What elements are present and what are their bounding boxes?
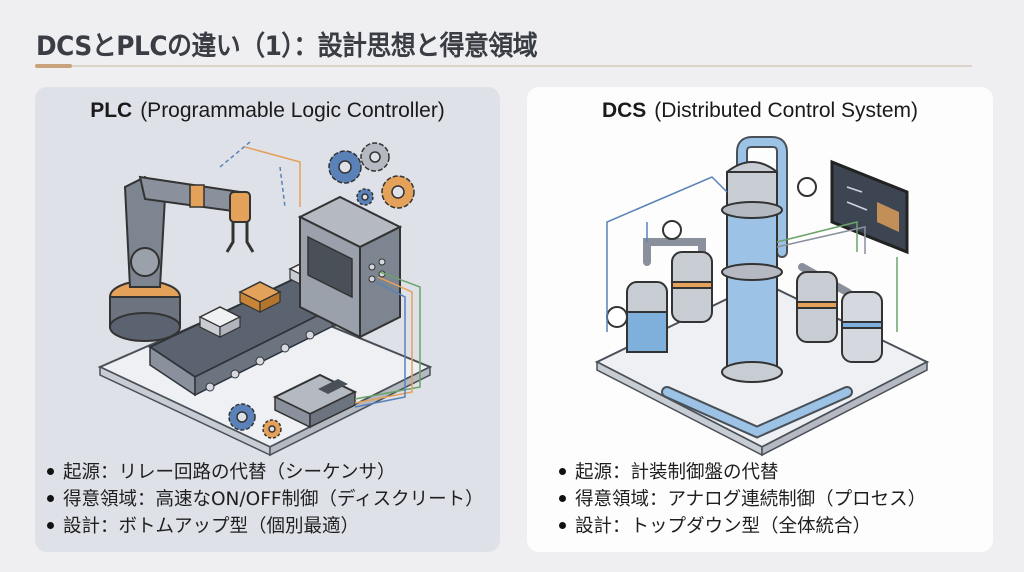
plc-abbr: PLC (90, 99, 133, 122)
bullet-text: 得意領域：高速なON/OFF制御（ディスクリート） (63, 489, 484, 510)
bullet-icon (47, 495, 54, 502)
dcs-bullet-list: 起源：計装制御盤の代替 得意領域：アナログ連続制御（プロセス） 設計：トップダウ… (557, 459, 926, 540)
control-panel-icon (272, 373, 358, 429)
bullet-text: 設計：トップダウン型（全体統合） (575, 516, 872, 537)
slide-title: DCSとPLCの違い（1）：設計思想と得意領域 (36, 31, 538, 62)
bullet-text: 起源：リレー回路の代替（シーケンサ） (63, 462, 396, 483)
pressure-gauge-icons (606, 177, 817, 328)
plc-bullet-origin: 起源：リレー回路の代替（シーケンサ） (45, 459, 484, 486)
bullet-icon (559, 522, 566, 529)
dcs-bullet-design: 設計：トップダウン型（全体統合） (557, 513, 926, 540)
bullet-text: 得意領域：アナログ連続制御（プロセス） (575, 489, 927, 510)
bullet-icon (559, 468, 566, 475)
plc-full-name: (Programmable Logic Controller) (140, 99, 445, 122)
central-column-icon (721, 161, 783, 383)
bullet-text: 起源：計装制御盤の代替 (575, 462, 779, 483)
bullet-icon (47, 468, 54, 475)
process-plant-tanks-pipes-monitor-illustration (594, 136, 930, 457)
dcs-panel: DCS (Distributed Control System) (527, 87, 993, 552)
dcs-bullet-origin: 起源：計装制御盤の代替 (557, 459, 926, 486)
bullet-icon (47, 522, 54, 529)
plc-bullet-design: 設計：ボトムアップ型（個別最適） (45, 513, 484, 540)
robot-arm-icon (109, 175, 255, 342)
controller-cabinet-icon (297, 195, 403, 339)
bullet-icon (559, 495, 566, 502)
gear-icons (228, 142, 415, 439)
signal-lines (606, 176, 898, 332)
dcs-full-name: (Distributed Control System) (654, 99, 919, 122)
dcs-abbr: DCS (601, 99, 647, 122)
title-underline (35, 65, 972, 67)
dcs-panel-title: DCS (Distributed Control System) (527, 99, 993, 123)
title-underline-accent (35, 64, 72, 68)
plc-panel: PLC (Programmable Logic Controller) (35, 87, 500, 552)
dcs-bullet-strength: 得意領域：アナログ連続制御（プロセス） (557, 486, 926, 513)
robot-arm-conveyor-controller-illustration (97, 141, 433, 457)
bullet-text: 設計：ボトムアップ型（個別最適） (63, 516, 360, 537)
storage-tank-icons (626, 251, 883, 363)
monitor-display-icon (830, 159, 909, 255)
plc-bullet-list: 起源：リレー回路の代替（シーケンサ） 得意領域：高速なON/OFF制御（ディスク… (45, 459, 484, 540)
plc-panel-title: PLC (Programmable Logic Controller) (35, 99, 500, 123)
signal-lines (219, 141, 421, 408)
plc-bullet-strength: 得意領域：高速なON/OFF制御（ディスクリート） (45, 486, 484, 513)
pipe-network-icon (643, 136, 871, 439)
